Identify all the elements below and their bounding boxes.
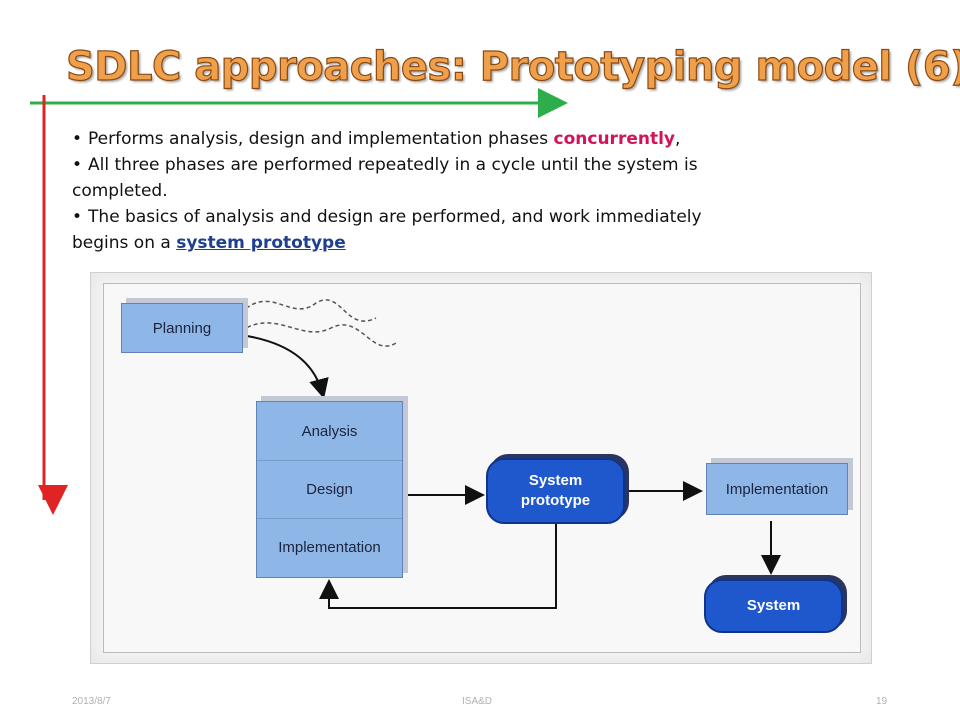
- footer-page-number: 19: [876, 696, 888, 707]
- bullet-3-continued: begins on a system prototype: [72, 233, 346, 253]
- wavy-line: [240, 299, 377, 322]
- system-prototype-node: System prototype: [486, 458, 625, 524]
- prototyping-diagram: Planning Analysis Design Implementation …: [90, 272, 872, 664]
- system-node: System: [704, 579, 843, 633]
- bullet-2: •All three phases are performed repeated…: [72, 152, 872, 178]
- planning-box: Planning: [121, 303, 243, 353]
- analysis-cell: Analysis: [257, 402, 402, 461]
- bullet-marker: •: [72, 155, 83, 175]
- arrow-feedback-loop: [319, 518, 557, 609]
- system-prototype-link[interactable]: system prototype: [176, 233, 346, 253]
- wavy-line: [240, 322, 397, 347]
- bullet-2-continued: completed.: [72, 181, 168, 201]
- slide-title: SDLC approaches: Prototyping model (6): [65, 43, 960, 90]
- bullet-marker: •: [72, 207, 83, 227]
- bullet-marker: •: [72, 129, 83, 149]
- implementation-cell: Implementation: [278, 539, 381, 556]
- arrow-planning-to-analysis: [240, 334, 329, 399]
- highlight-concurrently: concurrently: [553, 129, 675, 149]
- design-cell: Design: [257, 460, 402, 519]
- footer-center: ISA&D: [462, 696, 493, 707]
- bullet-3: •The basics of analysis and design are p…: [72, 204, 872, 230]
- implementation-box: Implementation: [706, 463, 848, 515]
- bullet-list: •Performs analysis, design and implement…: [72, 126, 872, 256]
- bullet-1: •Performs analysis, design and implement…: [72, 126, 872, 152]
- diagram-connectors: [240, 299, 781, 609]
- footer-date: 2013/8/7: [72, 696, 111, 707]
- phase-stack: Analysis Design Implementation: [256, 401, 403, 578]
